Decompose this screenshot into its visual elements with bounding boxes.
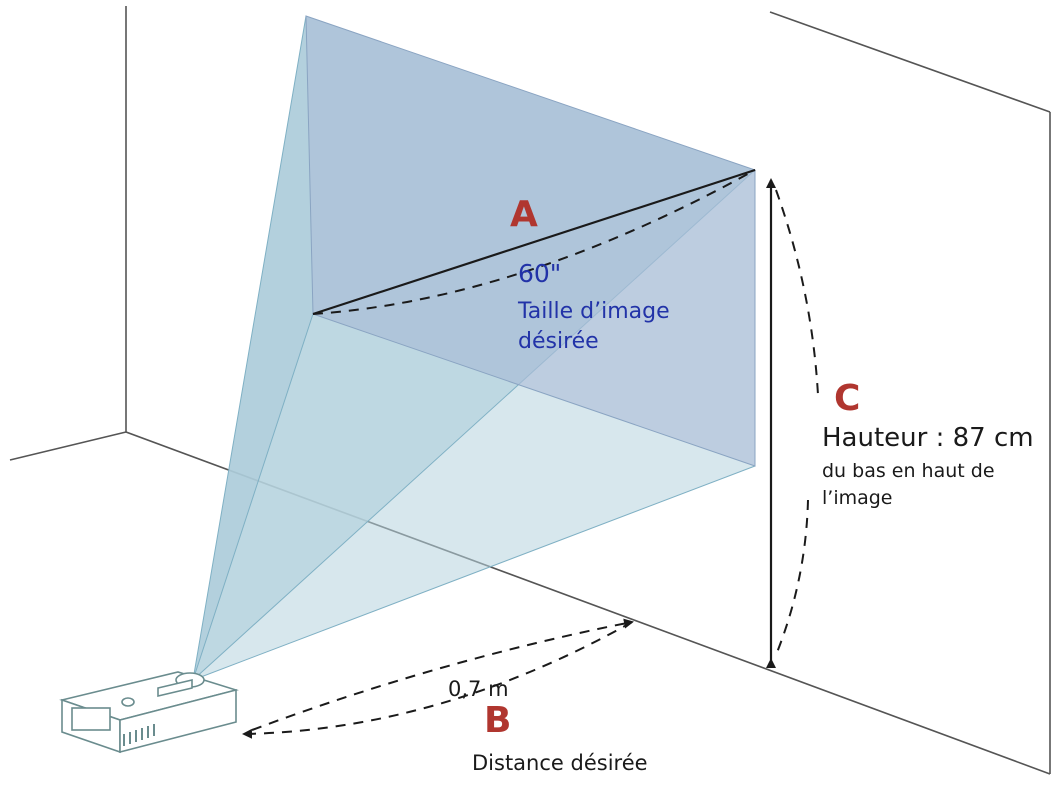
height-dashed-arc-top (775, 189, 819, 396)
beam-side-face (193, 314, 755, 680)
floor-back-left (9, 431, 127, 461)
projector-vents (123, 724, 155, 746)
beam-edge-1 (192, 15, 307, 681)
wall-top-edge (769, 11, 1051, 113)
height-value: Hauteur : 87 cm (822, 423, 1034, 453)
distance-letter: B (484, 700, 511, 741)
beam-left-face (193, 16, 313, 680)
beam-edge-4 (192, 465, 756, 681)
projected-screen (305, 15, 756, 467)
height-dashed-arc-bottom (775, 499, 809, 656)
height-description-line2: l’image (822, 487, 893, 509)
size-letter: A (510, 194, 538, 235)
projector-icon (59, 671, 239, 754)
projector-panel (157, 678, 193, 698)
distance-dashed-arc-upper (251, 618, 634, 731)
height-letter: C (834, 378, 860, 419)
projector-button (121, 697, 135, 707)
size-description-line1: Taille d’image (517, 299, 670, 324)
distance-description: Distance désirée (472, 751, 648, 775)
distance-value: 0,7 m (448, 677, 509, 701)
projector-lens-window (71, 707, 111, 731)
diagonal-line (312, 168, 756, 316)
size-value: 60" (518, 259, 561, 288)
beam-edge-3 (192, 313, 314, 681)
size-description-line2: désirée (518, 329, 599, 354)
height-description-line1: du bas en haut de (822, 460, 995, 482)
diagonal-dashed-arc (312, 169, 756, 315)
distance-dashed-arc-lower (242, 621, 633, 739)
